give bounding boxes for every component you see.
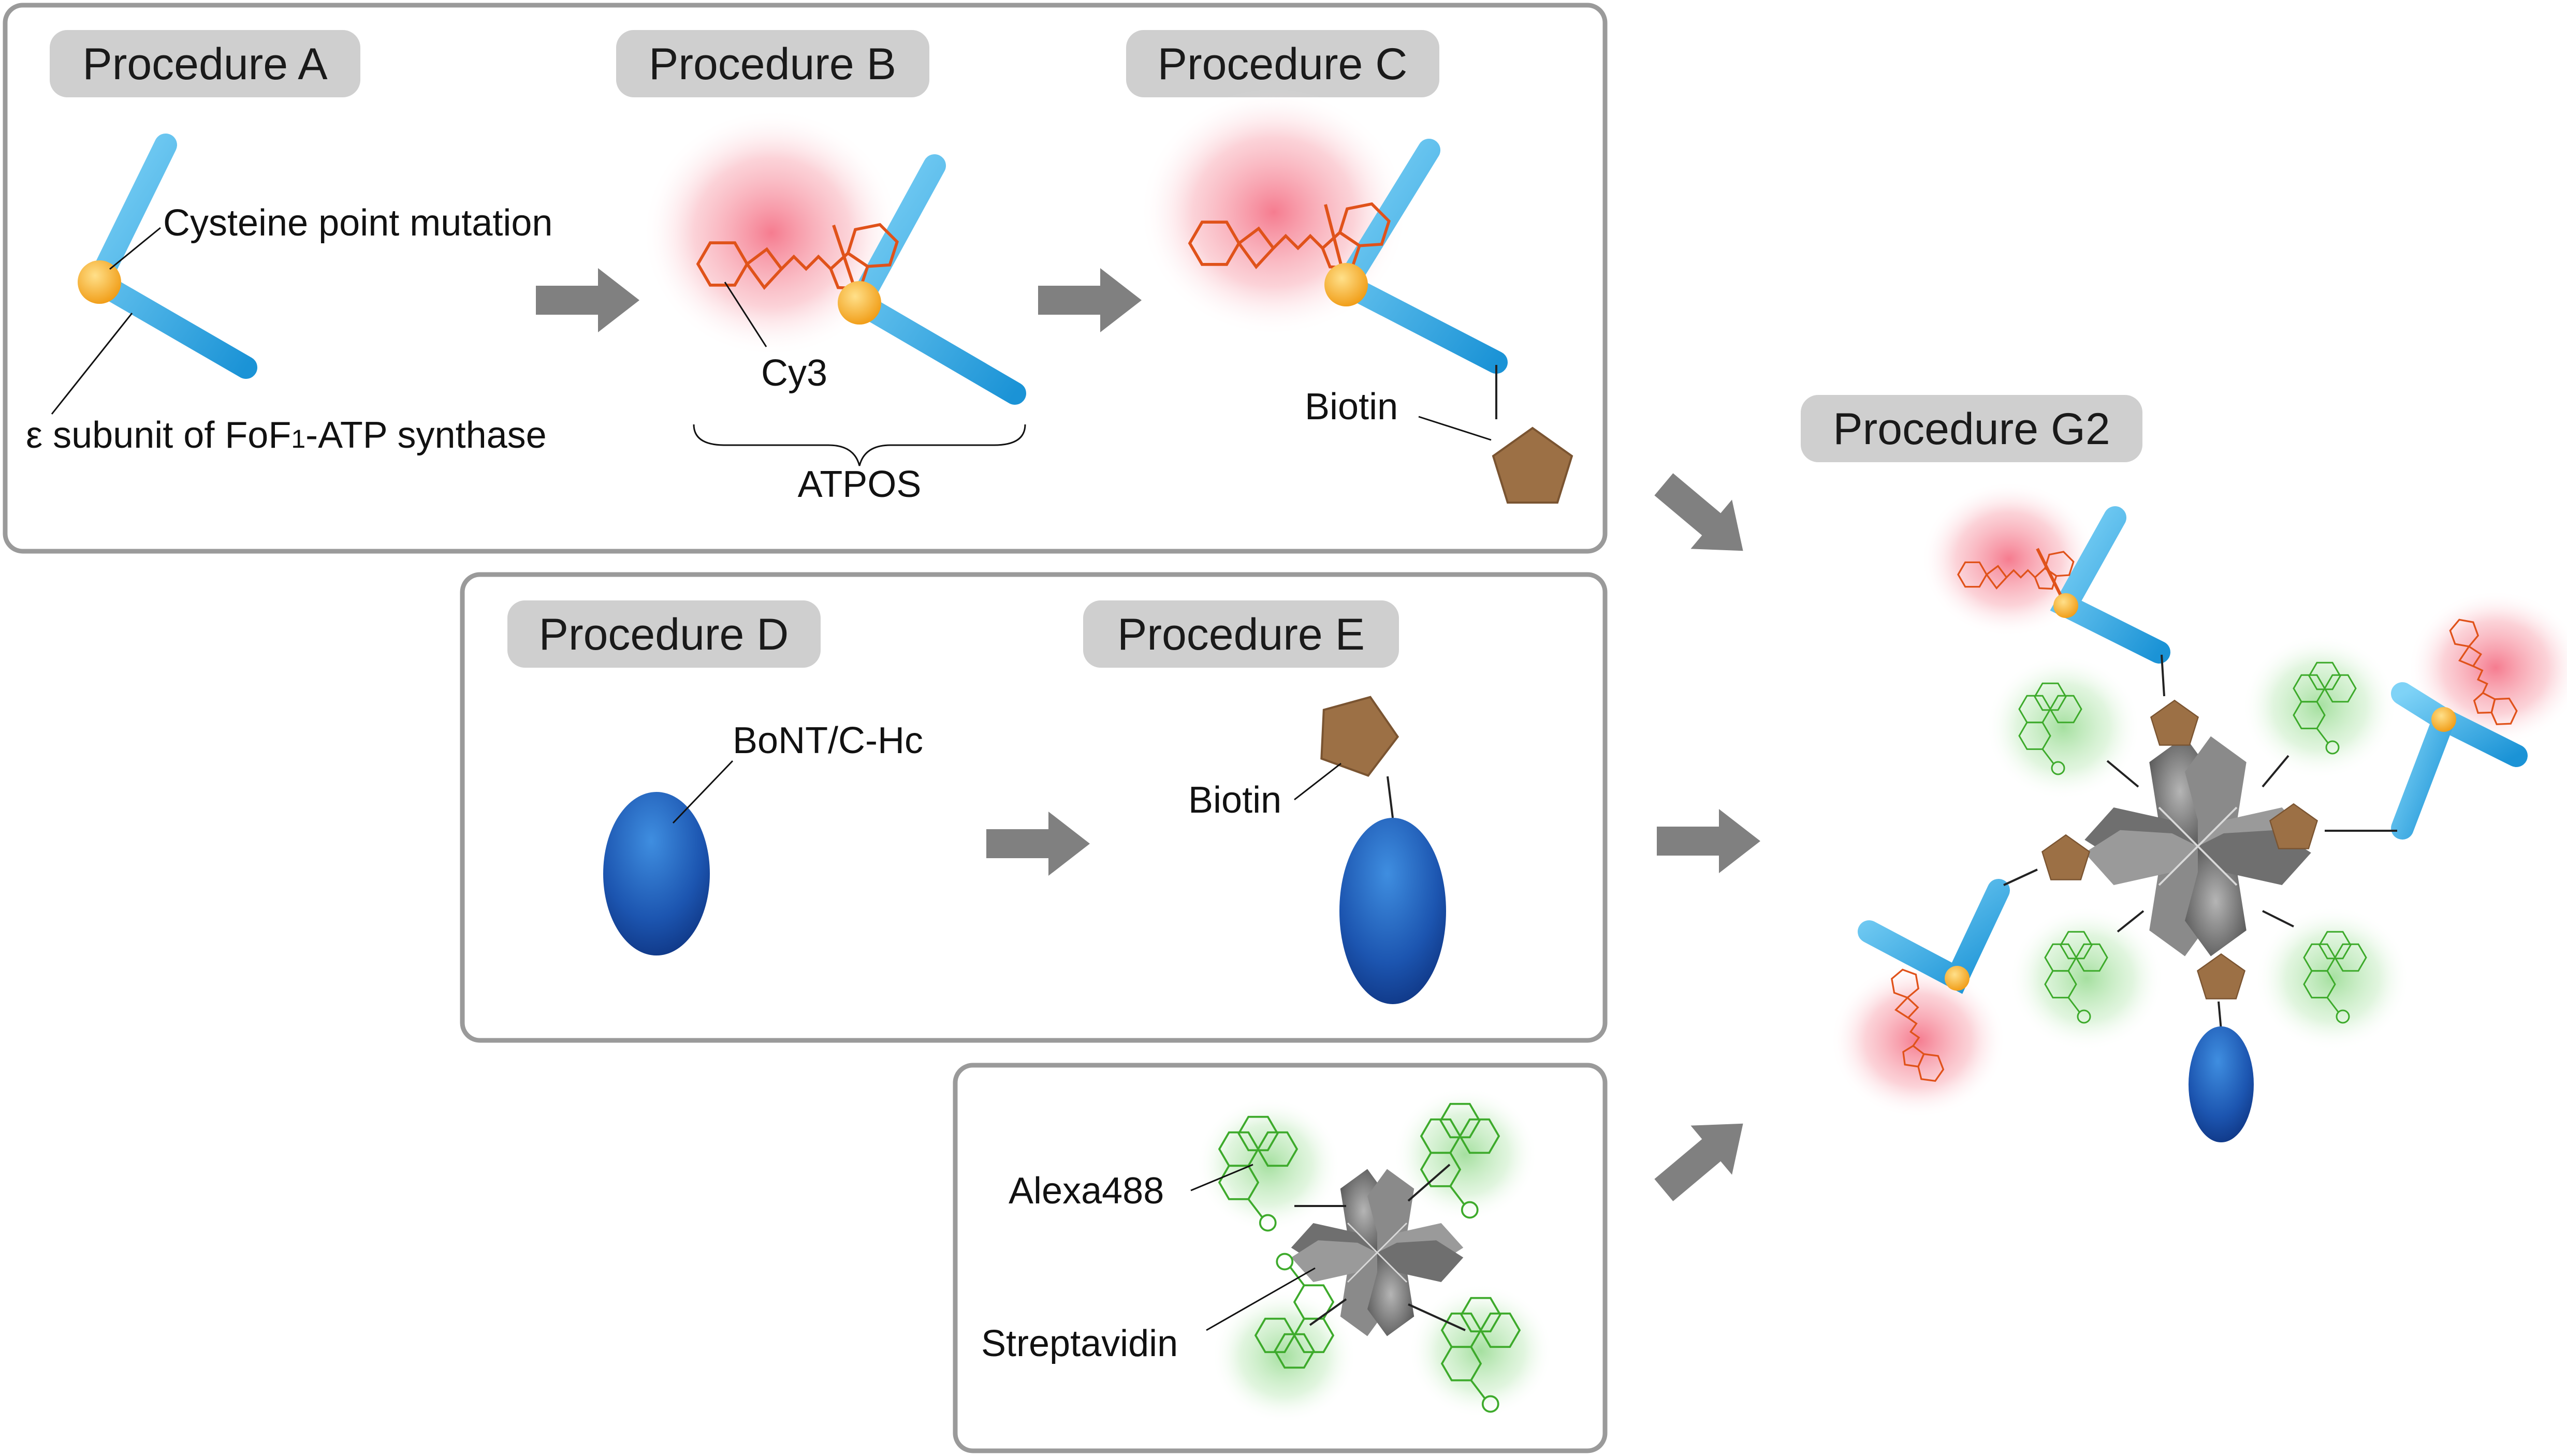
epsilon-subunit-label: ε subunit of FoF1-ATP synthase — [26, 415, 547, 456]
arrow-strept-to-g2 — [1643, 1099, 1764, 1215]
biotin-pentagon-icon — [2197, 953, 2245, 999]
cy3-label: Cy3 — [761, 352, 827, 394]
procedure-b-pill — [616, 30, 929, 97]
atpos-brace — [693, 424, 1026, 466]
procedure-a-pill — [50, 30, 360, 97]
bont-ellipse-icon — [603, 792, 710, 955]
bont-ellipse-icon — [2189, 1026, 2254, 1142]
cy3-glow — [642, 109, 901, 357]
biotin-pentagon-icon — [2150, 699, 2199, 746]
alexa-glow — [1986, 655, 2141, 800]
cysteine-bead-icon — [78, 260, 121, 304]
cysteine-bead-icon — [1324, 263, 1368, 306]
cysteine-bead-icon — [2431, 707, 2456, 732]
procedure-b-title: Procedure B — [649, 39, 896, 89]
procedure-e-pill — [1083, 600, 1399, 668]
biotin-pentagon-icon — [2041, 834, 2090, 880]
alexa-glow — [2255, 906, 2410, 1051]
procedure-g2-pill — [1801, 395, 2142, 462]
arrow-c-to-g2 — [1643, 460, 1764, 576]
biotin-e-label: Biotin — [1188, 780, 1281, 821]
procedure-d-title: Procedure D — [539, 610, 789, 659]
epsilon-subunit-rod-icon — [2391, 708, 2455, 840]
arrow-e-to-g2 — [1657, 809, 1760, 873]
procedure-g2-title: Procedure G2 — [1833, 404, 2110, 454]
procedure-c-title: Procedure C — [1158, 39, 1408, 89]
bont-label: BoNT/C-Hc — [733, 720, 923, 761]
alexa-glow — [2009, 906, 2164, 1051]
panel-bont-labeling — [460, 572, 1608, 1043]
procedure-e-title: Procedure E — [1117, 610, 1365, 659]
procedure-c-pill — [1126, 30, 1439, 97]
procedure-a-title: Procedure A — [82, 39, 328, 89]
streptavidin-label: Streptavidin — [981, 1323, 1178, 1364]
cysteine-bead-icon — [838, 281, 881, 325]
cy3-glow — [2408, 590, 2567, 745]
alexa-label: Alexa488 — [1009, 1170, 1164, 1212]
cysteine-bead-icon — [2053, 593, 2078, 618]
atpos-label: ATPOS — [798, 464, 922, 505]
cysteine-bead-icon — [1945, 966, 1970, 991]
cy3-glow — [1921, 481, 2097, 637]
alexa-glow — [1408, 1284, 1553, 1418]
biotin-c-label: Biotin — [1305, 386, 1398, 428]
epsilon-subunit-rod-icon — [1858, 879, 2010, 994]
alexa-glow — [1212, 1289, 1357, 1423]
cysteine-label: Cysteine point mutation — [163, 202, 552, 244]
alexa-glow — [1393, 1087, 1538, 1222]
procedure-d-pill — [507, 600, 821, 668]
cy3-glow — [1830, 963, 2006, 1118]
bont-ellipse-icon — [1339, 818, 1446, 1004]
